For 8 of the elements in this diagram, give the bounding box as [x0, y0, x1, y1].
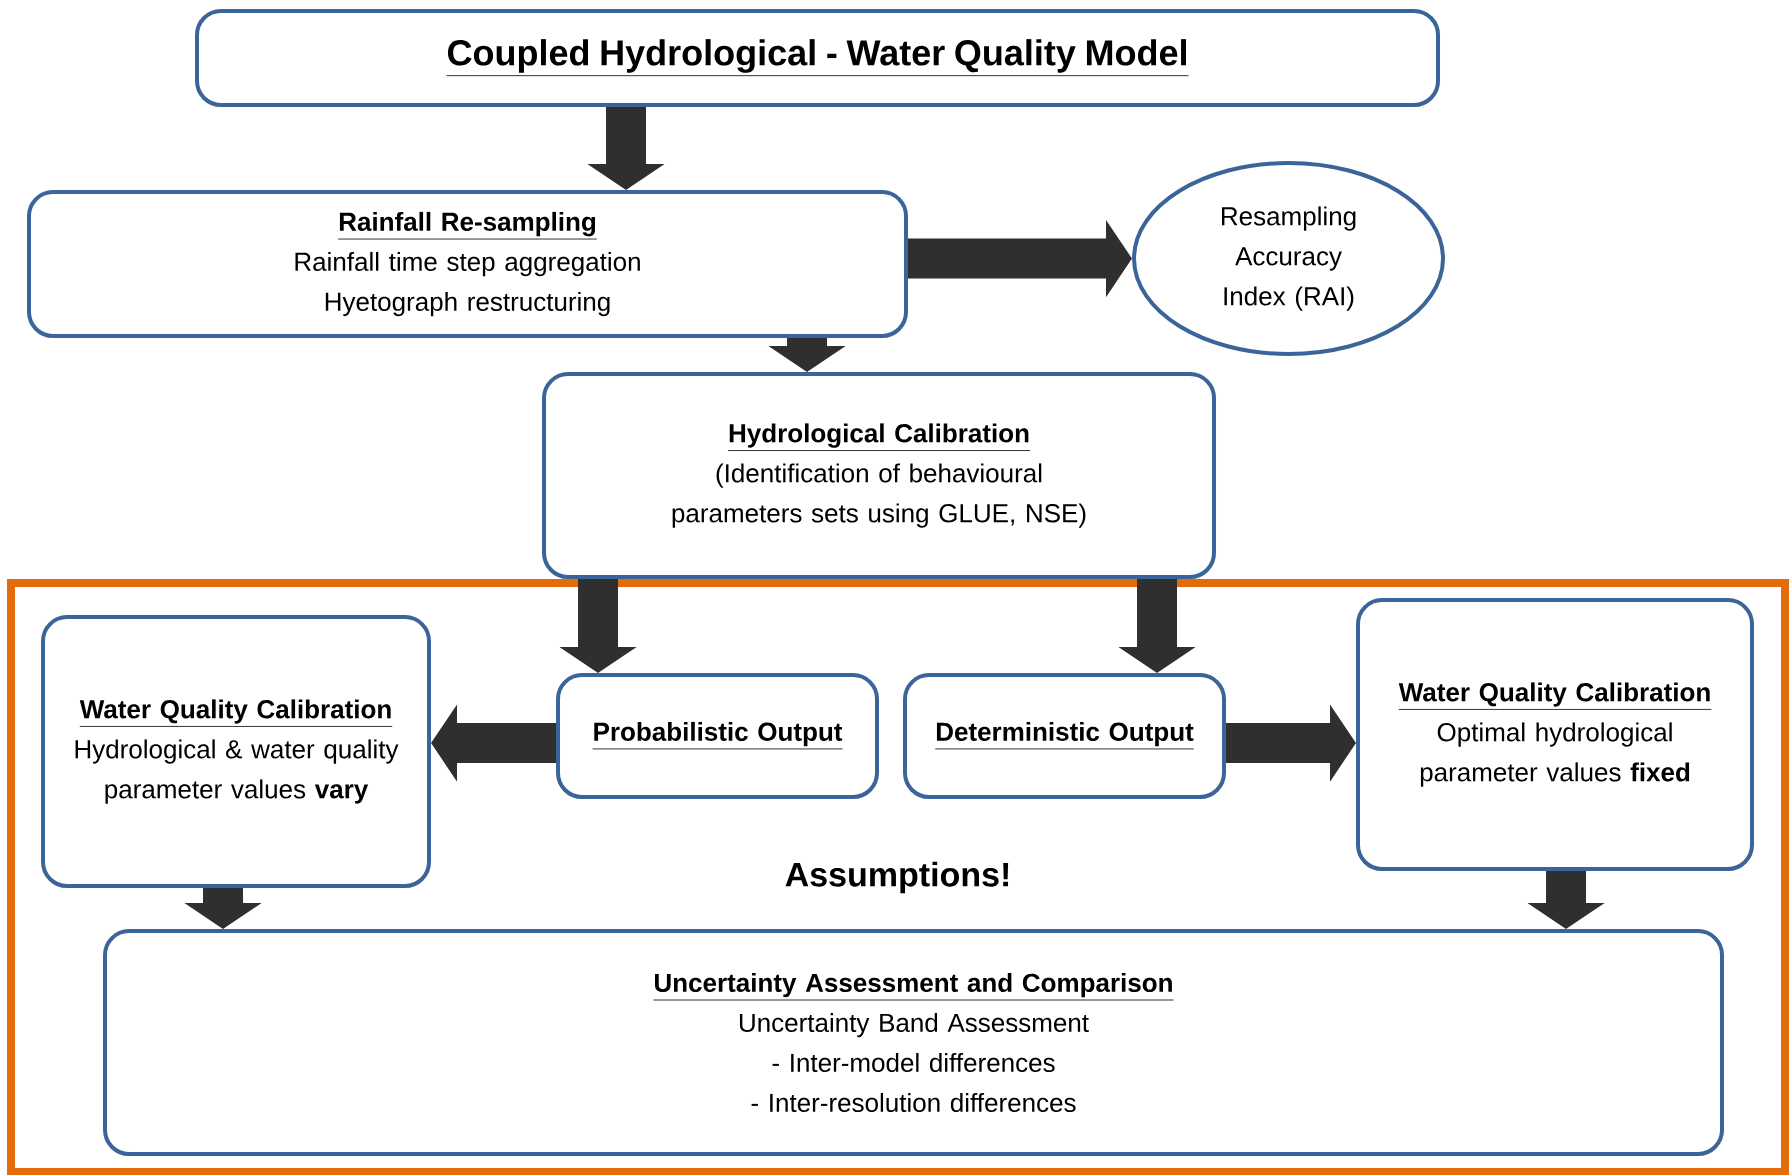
process-box: Probabilistic Output — [556, 673, 879, 799]
process-box: Uncertainty Assessment and Comparison Uncertainty Band Assessment - Inter-model differences - Inter-resolution differences — [103, 929, 1724, 1156]
process-box: Deterministic Output — [903, 673, 1226, 799]
process-box: Water Quality Calibration Optimal hydrological parameter values fixed — [1356, 598, 1754, 871]
process-box: Rainfall Re-sampling Rainfall time step aggregation Hyetograph restructuring — [27, 190, 908, 338]
title-box: Coupled Hydrological - Water Quality Model — [195, 9, 1440, 107]
process-box: Hydrological Calibration (Identification of behavioural parameters sets using GLUE, NSE) — [542, 372, 1216, 579]
process-box: Water Quality Calibration Hydrological & water quality parameter values vary — [41, 615, 431, 888]
